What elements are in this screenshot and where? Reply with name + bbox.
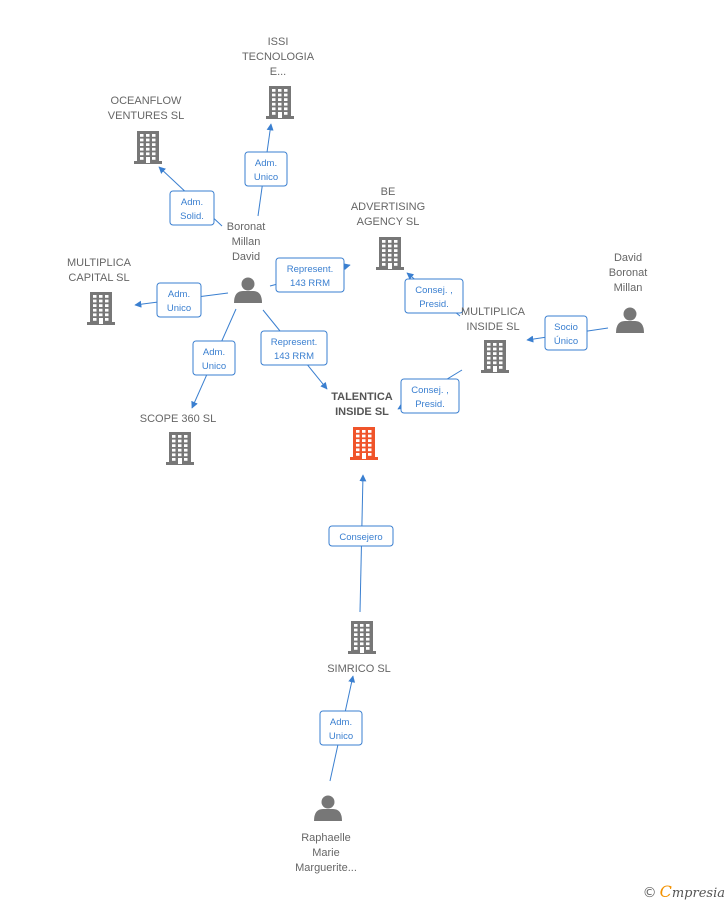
building-icon <box>266 86 294 119</box>
edge-label-box[interactable] <box>328 525 394 547</box>
node-label: Boronat <box>227 221 266 233</box>
node-oceanflow[interactable]: OCEANFLOW VENTURES SL <box>108 95 184 164</box>
node-label: CAPITAL SL <box>68 272 129 284</box>
building-icon <box>134 131 162 164</box>
copyright-icon: © <box>642 885 657 901</box>
person-icon <box>234 277 262 303</box>
edge-label-text: Socio <box>554 322 578 333</box>
node-label: TECNOLOGIA <box>242 51 315 63</box>
node-label: BE <box>381 186 396 198</box>
node-label: ISSI <box>268 36 289 48</box>
edge-label-box[interactable] <box>260 330 328 366</box>
node-label: SIMRICO SL <box>327 663 391 675</box>
node-label: INSIDE SL <box>335 406 389 418</box>
node-label: ADVERTISING <box>351 201 425 213</box>
edge-label-text: Presid. <box>419 299 449 310</box>
edge-label-text: Unico <box>329 731 353 742</box>
edge-boronat-oceanflow[interactable]: Adm. Solid. <box>158 166 223 227</box>
node-label: Boronat <box>609 267 648 279</box>
node-label: Millan <box>614 282 643 294</box>
node-label: MULTIPLICA <box>461 306 526 318</box>
node-label: MULTIPLICA <box>67 257 132 269</box>
edge-label-text: Represent. <box>287 264 333 275</box>
node-label: Marguerite... <box>295 862 357 874</box>
edge-label-text: Represent. <box>271 337 317 348</box>
edge-boronat-be[interactable]: Represent. 143 RRM <box>269 257 351 293</box>
node-scope[interactable]: SCOPE 360 SL <box>140 413 216 465</box>
node-be[interactable]: BE ADVERTISING AGENCY SL <box>351 186 425 270</box>
edge-label-text: 143 RRM <box>274 351 314 362</box>
node-label: VENTURES SL <box>108 110 184 122</box>
person-icon <box>314 795 342 821</box>
edge-boronat-talentica[interactable]: Represent. 143 RRM <box>260 309 328 390</box>
node-simrico[interactable]: SIMRICO SL <box>327 621 391 675</box>
edge-label-text: Único <box>554 336 578 347</box>
edge-label-text: Adm. <box>168 289 190 300</box>
edge-label-text: Unico <box>167 303 191 314</box>
node-multins[interactable]: MULTIPLICA INSIDE SL <box>461 306 526 373</box>
building-icon <box>350 427 378 460</box>
edge-label-box[interactable] <box>400 378 460 414</box>
edge-multins-talentica[interactable]: Consej. , Presid. <box>397 369 463 414</box>
building-icon <box>376 237 404 270</box>
edge-boronat-scope[interactable]: Adm. Unico <box>191 308 237 409</box>
edge-label-text: Consejero <box>339 532 382 543</box>
node-label: AGENCY SL <box>357 216 420 228</box>
node-label: Raphaelle <box>301 832 351 844</box>
node-label: SCOPE 360 SL <box>140 413 216 425</box>
node-label: INSIDE SL <box>466 321 519 333</box>
edge-label-text: Adm. <box>255 158 277 169</box>
edge-label-text: Presid. <box>415 399 445 410</box>
edge-label-text: Unico <box>254 172 278 183</box>
building-icon <box>166 432 194 465</box>
edge-label-box[interactable] <box>169 190 215 226</box>
node-multcap[interactable]: MULTIPLICA CAPITAL SL <box>67 257 132 325</box>
node-label: Millan <box>232 236 261 248</box>
edge-label-text: Adm. <box>203 347 225 358</box>
edge-label-text: Consej. , <box>415 285 453 296</box>
node-issi[interactable]: ISSI TECNOLOGIA E... <box>242 36 315 119</box>
edge-label-box[interactable] <box>404 278 464 314</box>
node-label: E... <box>270 66 287 78</box>
node-label: TALENTICA <box>331 391 393 403</box>
building-icon <box>348 621 376 654</box>
node-label: Marie <box>312 847 340 859</box>
edge-label-box[interactable] <box>156 282 202 318</box>
edge-label-text: Consej. , <box>411 385 449 396</box>
node-talentica[interactable]: TALENTICA INSIDE SL <box>331 391 393 460</box>
building-icon <box>481 340 509 373</box>
edge-label-box[interactable] <box>244 151 288 187</box>
node-raphaelle[interactable]: RaphaelleMarieMarguerite... <box>295 795 357 875</box>
nodes-layer: ISSI TECNOLOGIA E... OCEANFLOW VENTURES SL BE… <box>67 36 647 874</box>
node-label: David <box>614 252 642 264</box>
person-icon <box>616 307 644 333</box>
edge-label-text: Unico <box>202 361 226 372</box>
edge-boronat-multcap[interactable]: Adm. Unico <box>134 282 229 318</box>
edge-label-box[interactable] <box>319 710 363 746</box>
empresia-logo[interactable]: ©Cmpresia <box>642 882 725 901</box>
edge-label-text: 143 RRM <box>290 278 330 289</box>
edge-simrico-talentica[interactable]: Consejero <box>328 474 394 613</box>
edge-label-text: Solid. <box>180 211 204 222</box>
edge-label-box[interactable] <box>275 257 345 293</box>
edge-raphaelle-simrico[interactable]: Adm. Unico <box>319 675 363 782</box>
node-label: David <box>232 251 260 263</box>
node-label: OCEANFLOW <box>111 95 183 107</box>
edge-boronat-issi[interactable]: Adm. Unico <box>244 123 288 217</box>
building-icon <box>87 292 115 325</box>
edge-label-box[interactable] <box>544 315 588 351</box>
edge-label-text: Adm. <box>181 197 203 208</box>
edge-label-text: Adm. <box>330 717 352 728</box>
edge-label-box[interactable] <box>192 340 236 376</box>
edge-multins-be[interactable]: Consej. , Presid. <box>404 272 464 317</box>
